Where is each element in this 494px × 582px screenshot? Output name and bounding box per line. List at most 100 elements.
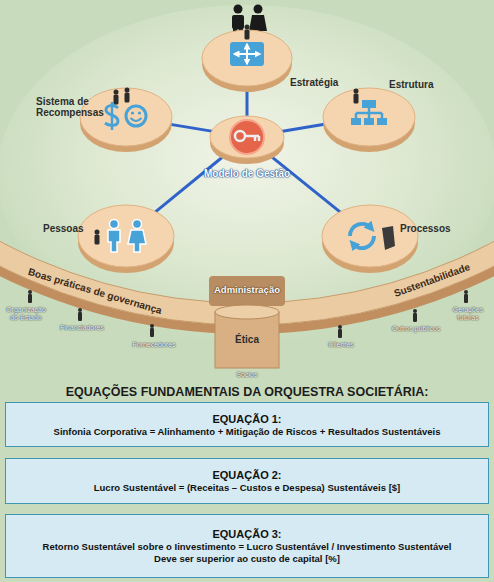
- structure-disc-outline: [323, 88, 415, 152]
- icon-arrow: [247, 53, 258, 55]
- money-symbol: [111, 102, 114, 130]
- stakeholder-figure: [78, 308, 82, 321]
- people-icon: [108, 220, 146, 253]
- pedestal-label: Ética: [209, 334, 285, 345]
- figure-head: [78, 308, 82, 312]
- disc-label: Estrutura: [389, 79, 449, 90]
- disc-top: [210, 116, 284, 158]
- figure-body: [413, 313, 417, 322]
- org-box: [362, 100, 376, 108]
- key-icon: [235, 131, 259, 141]
- figure-body: [464, 294, 468, 303]
- disc-label: Processos: [400, 223, 464, 234]
- structure-icon: [351, 100, 387, 125]
- rewards-disc-outline: [80, 88, 172, 152]
- smiley-mouth: [131, 118, 142, 121]
- hub-label: Modelo de Gestão: [192, 168, 302, 179]
- equation-text: Lucro Sustentável = (Receitas – Custos e…: [94, 482, 401, 494]
- stakeholder-label: Sócios: [225, 371, 269, 379]
- org-lines: [356, 108, 382, 118]
- pedestal-plate: [209, 276, 285, 306]
- rewards-icon: [105, 102, 146, 130]
- figure-body: [95, 235, 100, 245]
- equation-box: EQUAÇÃO 1:Sinfonia Corporativa = Alinham…: [5, 402, 489, 447]
- org-box: [351, 118, 361, 125]
- cycle-arrow: [353, 236, 374, 248]
- icon-arrow: [236, 53, 247, 55]
- stakeholder-figure: [150, 324, 154, 337]
- stakeholder-label: Fornecedores: [124, 341, 184, 349]
- stakeholder-label: Gerações futuras: [446, 306, 490, 322]
- management-hub: Modelo de Gestão: [210, 116, 284, 164]
- smiley-face: [126, 106, 146, 126]
- stakeholder-figure: [338, 325, 342, 338]
- figure-head: [413, 309, 417, 313]
- key-shaft: [245, 136, 259, 141]
- figure-head: [125, 88, 130, 93]
- icon-tile: [230, 42, 264, 66]
- org-box: [377, 118, 387, 125]
- connector-line: [156, 154, 226, 211]
- figure-head: [338, 325, 342, 329]
- stakeholder-figure: [464, 290, 468, 303]
- stakeholder-label: Clientes: [316, 341, 366, 349]
- band-arc: [0, 225, 494, 334]
- stakeholder-label: Outros públicos: [386, 325, 446, 333]
- figure-head: [114, 90, 119, 95]
- figure-body: [125, 93, 130, 103]
- equation-heading: EQUAÇÃO 3:: [212, 527, 281, 541]
- rewards-disc: Sistema de Recompensas: [80, 88, 172, 152]
- money-symbol: [105, 106, 118, 126]
- strategy-icon: [230, 42, 264, 66]
- process-disc-outline: [322, 205, 418, 273]
- person-figure: [114, 90, 119, 105]
- pedestal-label: Administração: [209, 284, 285, 295]
- person-figure: [95, 230, 100, 245]
- strategy-disc: Estratégia: [202, 30, 292, 92]
- org-box: [364, 118, 374, 125]
- equation-box: EQUAÇÃO 2:Lucro Sustentável = (Receitas …: [5, 458, 489, 504]
- disc-top: [78, 205, 174, 267]
- smiley-eye: [131, 111, 134, 114]
- equation-text: Retorno Sustentável sobre o Iinvestiment…: [43, 541, 452, 553]
- person-figure: [245, 25, 250, 40]
- man-body: [232, 15, 244, 29]
- figure-head: [354, 89, 359, 94]
- equation-text: Deve ser superior ao custo de capital [%…: [154, 553, 340, 565]
- disc-label: Pessoas: [43, 223, 93, 234]
- person-figure: [354, 89, 359, 104]
- disc-top: [322, 205, 418, 267]
- disc-top: [202, 30, 292, 86]
- person-figure: [125, 88, 130, 103]
- connector-line: [283, 124, 325, 131]
- figure-body: [114, 95, 119, 105]
- figure-body: [28, 294, 32, 303]
- woman-head: [254, 5, 263, 14]
- cycle-arrow: [350, 224, 371, 236]
- figure-body: [150, 328, 154, 337]
- disc-label: Sistema de Recompensas: [36, 96, 104, 118]
- figure-body: [354, 94, 359, 104]
- stakeholder-label: Organização do Estado: [4, 306, 48, 322]
- connector-line: [170, 124, 211, 131]
- man-head: [110, 220, 119, 229]
- smiley-eye: [138, 111, 141, 114]
- equation-heading: EQUAÇÃO 1:: [212, 412, 281, 426]
- equation-heading: EQUAÇÃO 2:: [212, 468, 281, 482]
- figure-body: [338, 329, 342, 338]
- device-shape: [382, 226, 395, 250]
- key-bow: [235, 131, 245, 141]
- structure-disc: Estrutura: [323, 88, 415, 152]
- figure-body: [78, 312, 82, 321]
- figure-head: [464, 290, 468, 294]
- strategy-disc-outline: [202, 30, 292, 92]
- stakeholder-figure: [28, 290, 32, 303]
- man-body: [108, 230, 120, 252]
- equation-text: Sinfonia Corporativa = Alinhamento + Mit…: [54, 426, 441, 438]
- icon-arrow: [246, 54, 248, 62]
- process-icon: [350, 224, 395, 250]
- woman-dress: [249, 15, 267, 31]
- disc-label: Estratégia: [290, 77, 354, 88]
- people-disc: Pessoas: [78, 205, 174, 273]
- icon-arrow: [246, 46, 248, 54]
